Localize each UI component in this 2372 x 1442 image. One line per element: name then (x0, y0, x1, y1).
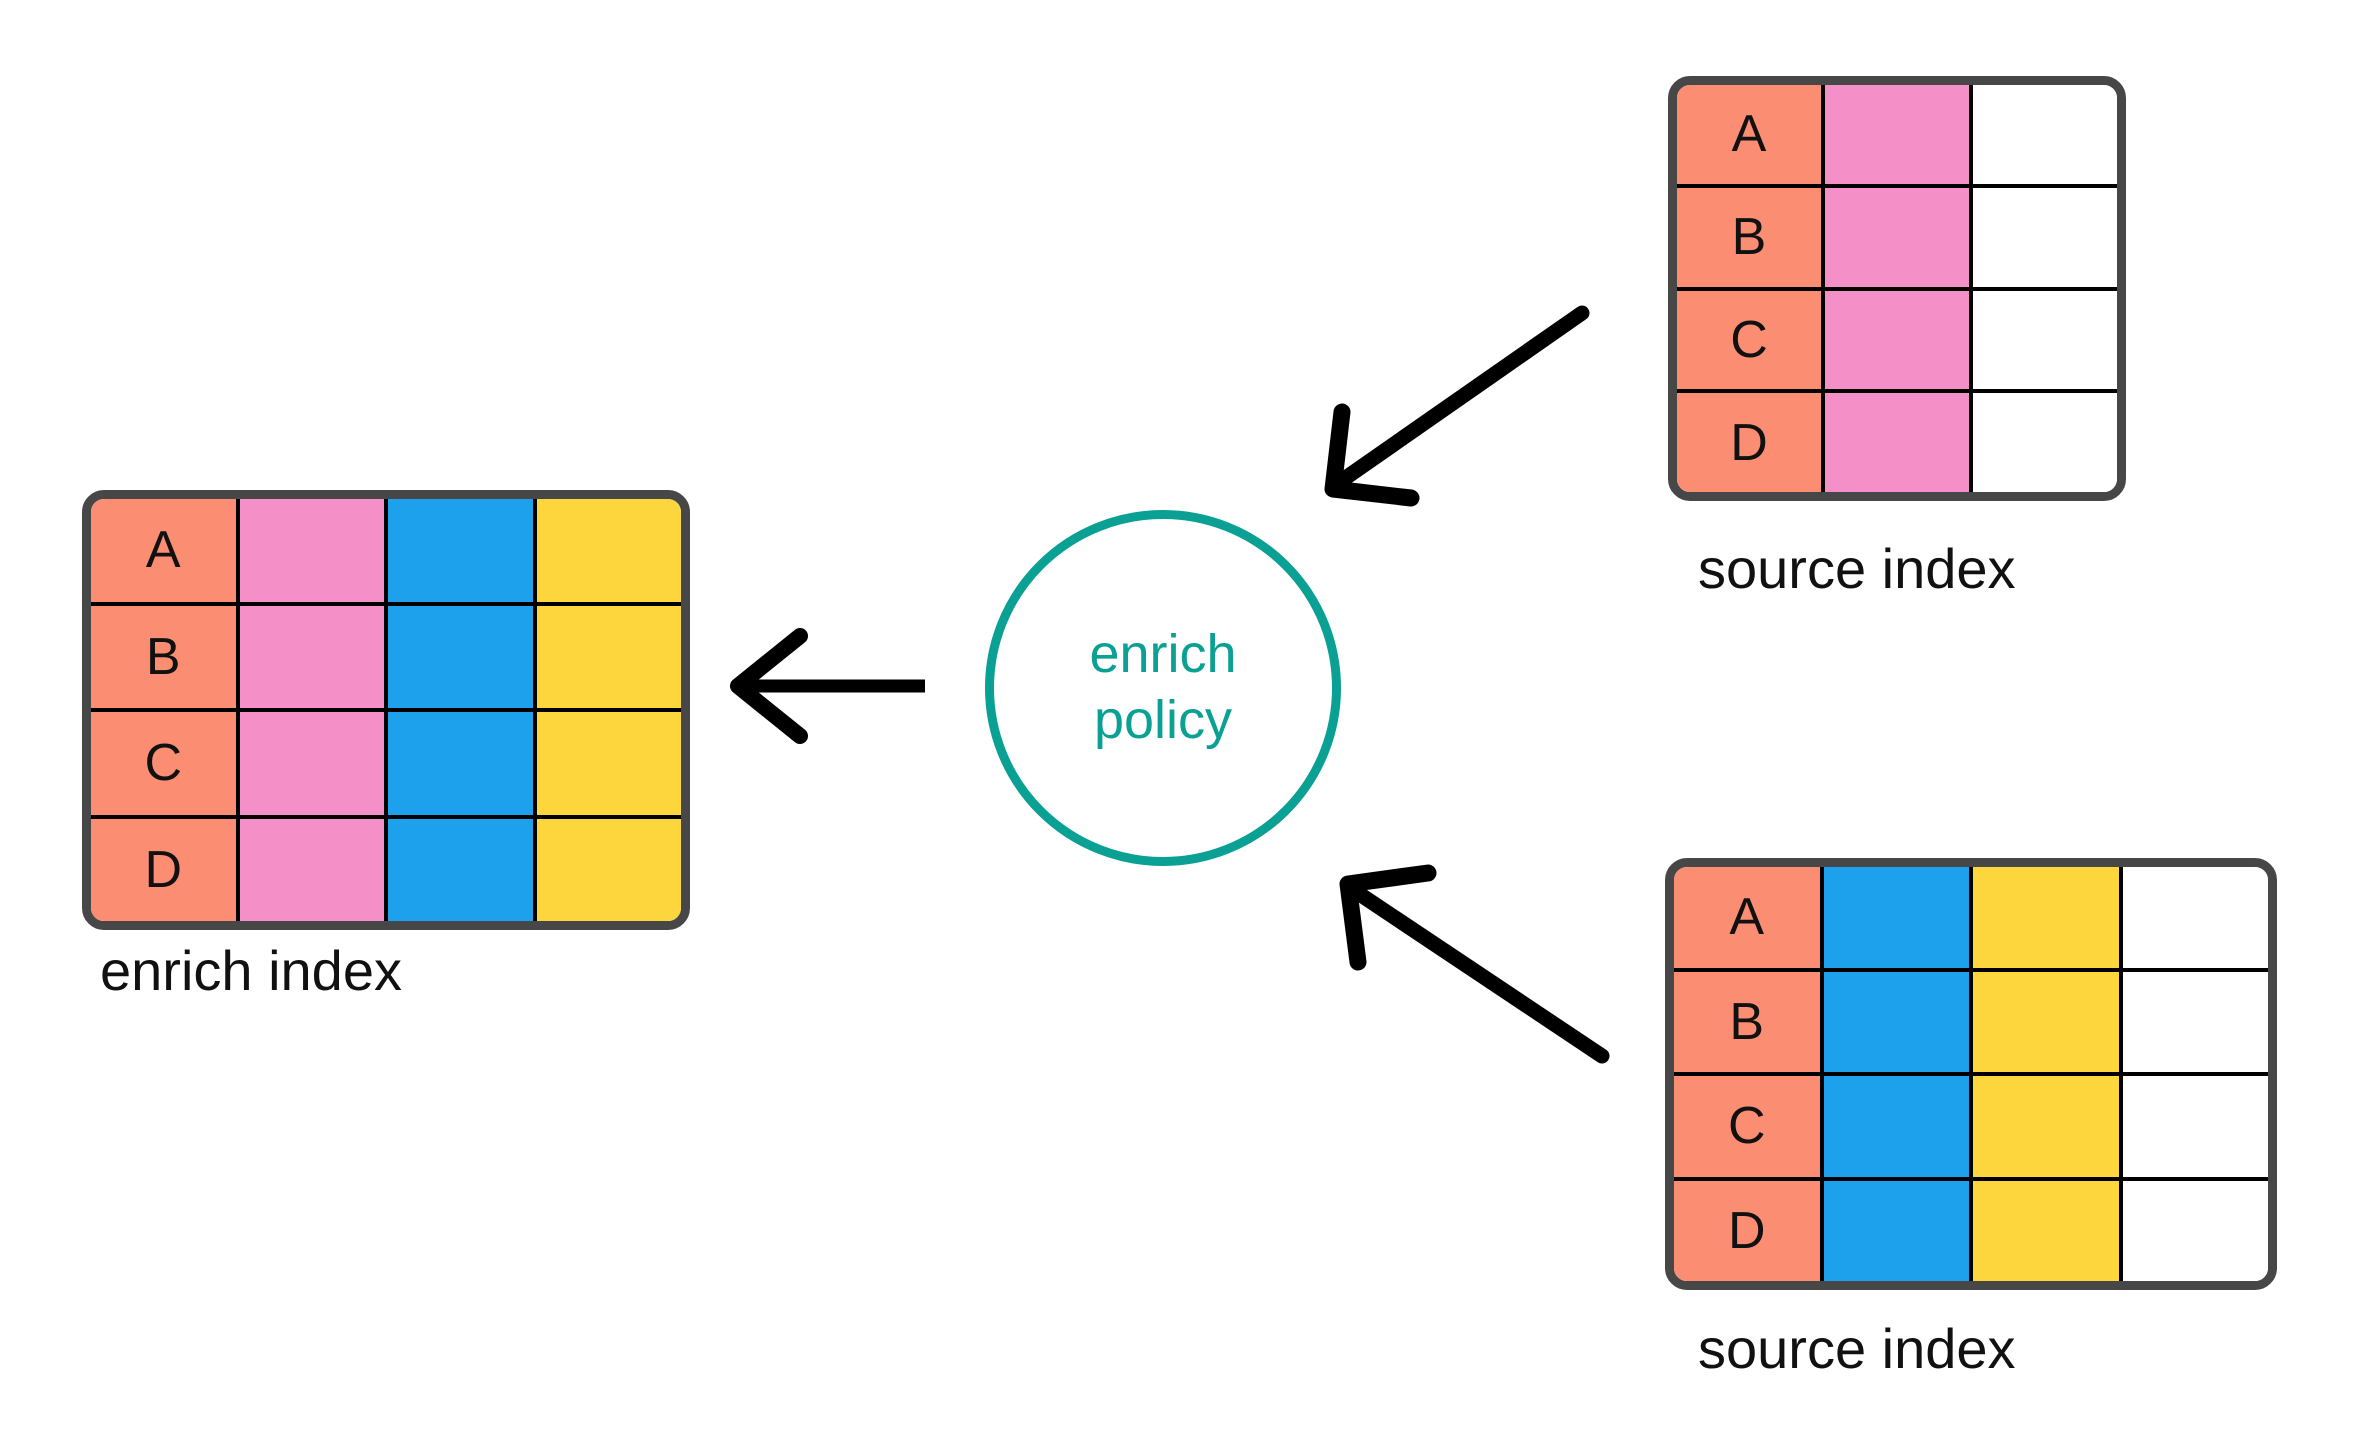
source-index-top-table: A B C D (1668, 76, 2126, 501)
table-cell-blue (1823, 867, 1973, 968)
arrow-source-top-to-policy (1324, 305, 1590, 507)
table-cell-yellow (1973, 867, 2123, 968)
table-cell-empty (2122, 1076, 2268, 1177)
table-row: A (1677, 85, 2117, 188)
table-cell-key: B (1677, 187, 1825, 287)
table-cell-key: C (1674, 1076, 1824, 1177)
table-cell-yellow (536, 818, 681, 921)
enrich-index-table: A B C D (82, 490, 690, 930)
table-cell-key: D (91, 818, 240, 921)
policy-label-line1: enrich (1089, 624, 1237, 685)
enrich-policy-circle: enrich policy (985, 510, 1341, 866)
table-cell-yellow (1973, 1076, 2123, 1177)
table-cell-blue (388, 499, 537, 602)
table-cell-key: C (91, 712, 240, 815)
table-cell-blue (388, 712, 537, 815)
table-cell-blue (388, 605, 537, 708)
table-cell-pink (239, 818, 388, 921)
table-row: B (1677, 187, 2117, 291)
table-cell-key: B (91, 605, 240, 708)
table-cell-key: C (1677, 290, 1825, 390)
table-row: A (91, 499, 681, 606)
source-index-top-caption: source index (1698, 537, 2016, 600)
table-cell-empty (2122, 971, 2268, 1072)
arrow-policy-to-enrich-index (730, 628, 925, 744)
table-cell-blue (1823, 1076, 1973, 1177)
arrow-source-bottom-to-policy (1339, 864, 1610, 1064)
table-cell-key: A (91, 499, 240, 602)
table-cell-key: B (1674, 971, 1824, 1072)
table-cell-pink (239, 605, 388, 708)
table-cell-yellow (536, 499, 681, 602)
table-cell-pink (239, 499, 388, 602)
table-row: D (1677, 393, 2117, 492)
table-cell-empty (1973, 393, 2117, 492)
table-cell-pink (1825, 393, 1973, 492)
table-cell-empty (1973, 187, 2117, 287)
table-cell-blue (1823, 1180, 1973, 1281)
table-cell-key: A (1674, 867, 1824, 968)
table-cell-key: A (1677, 85, 1825, 184)
source-index-bottom-caption: source index (1698, 1317, 2016, 1380)
table-cell-empty (1973, 290, 2117, 390)
table-row: D (1674, 1180, 2268, 1281)
enrich-index-caption: enrich index (100, 939, 402, 1002)
table-cell-blue (388, 818, 537, 921)
table-row: C (91, 712, 681, 819)
table-cell-empty (2122, 867, 2268, 968)
table-row: B (1674, 971, 2268, 1076)
table-cell-pink (1825, 85, 1973, 184)
table-row: D (91, 818, 681, 921)
table-row: C (1677, 290, 2117, 394)
table-cell-blue (1823, 971, 1973, 1072)
table-cell-yellow (1973, 971, 2123, 1072)
table-row: A (1674, 867, 2268, 972)
table-cell-key: D (1677, 393, 1825, 492)
table-cell-pink (239, 712, 388, 815)
table-cell-key: D (1674, 1180, 1824, 1281)
table-cell-yellow (1973, 1180, 2123, 1281)
table-cell-pink (1825, 187, 1973, 287)
source-index-bottom-table: A B C D (1665, 858, 2277, 1290)
table-cell-yellow (536, 712, 681, 815)
table-cell-pink (1825, 290, 1973, 390)
table-cell-empty (2122, 1180, 2268, 1281)
table-row: B (91, 605, 681, 712)
table-row: C (1674, 1076, 2268, 1181)
table-cell-yellow (536, 605, 681, 708)
table-cell-empty (1973, 85, 2117, 184)
policy-label-line2: policy (1093, 690, 1233, 750)
